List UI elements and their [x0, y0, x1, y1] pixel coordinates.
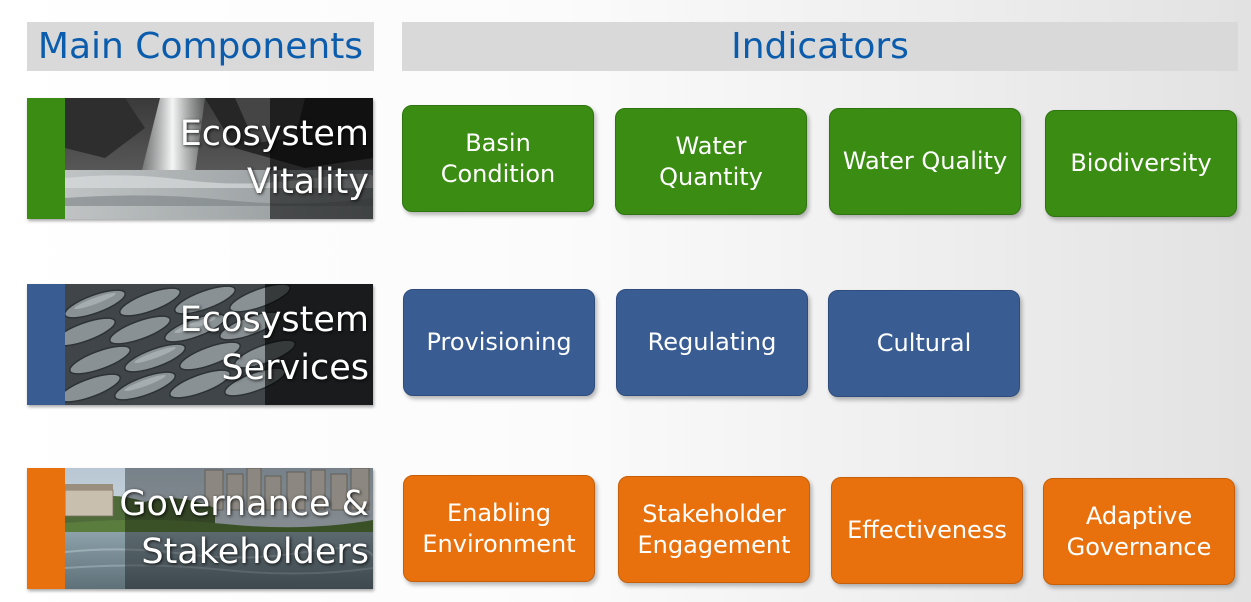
indicator-basin-condition-label: Basin Condition [440, 128, 556, 188]
indicator-stakeholder-engagement[interactable]: Stakeholder Engagement [618, 476, 810, 583]
indicator-water-quality-label: Water Quality [842, 147, 1008, 175]
indicator-enabling-environment[interactable]: Enabling Environment [403, 475, 595, 582]
component-ecosystem-vitality: Ecosystem Vitality [27, 98, 373, 219]
ecosystem-vitality-caption: Ecosystem Vitality [180, 110, 369, 206]
indicator-water-quality[interactable]: Water Quality [829, 108, 1021, 215]
component-governance-stakeholders: Governance & Stakeholders [27, 468, 373, 589]
ecosystem-services-caption: Ecosystem Services [180, 296, 369, 392]
indicator-basin-condition[interactable]: Basin Condition [402, 105, 594, 212]
indicator-stakeholder-engagement-label: Stakeholder Engagement [637, 499, 791, 559]
indicator-enabling-environment-label: Enabling Environment [422, 498, 576, 558]
indicators-header: Indicators [402, 22, 1238, 71]
indicator-regulating[interactable]: Regulating [616, 289, 808, 396]
indicator-adaptive-governance-label: Adaptive Governance [1066, 501, 1212, 561]
ecosystem-vitality-color-stripe [27, 98, 65, 219]
indicators-header-text: Indicators [731, 25, 909, 67]
main-components-header: Main Components [27, 22, 374, 71]
ecosystem-vitality-caption-line1: Ecosystem [179, 114, 369, 154]
indicator-cultural-label: Cultural [876, 329, 972, 357]
indicator-biodiversity[interactable]: Biodiversity [1045, 110, 1237, 217]
main-components-header-text: Main Components [37, 25, 364, 67]
waterfall-river-photo [65, 98, 373, 219]
fish-catch-photo [65, 284, 373, 405]
governance-stakeholders-caption-line1: Governance & [119, 484, 369, 524]
governance-color-stripe [27, 468, 65, 589]
indicator-provisioning[interactable]: Provisioning [403, 289, 595, 396]
indicator-effectiveness-label: Effectiveness [847, 516, 1007, 544]
ecosystem-vitality-caption-line2: Vitality [247, 162, 369, 202]
ecosystem-services-color-stripe [27, 284, 65, 405]
city-riverside-photo [65, 468, 373, 589]
governance-stakeholders-caption: Governance & Stakeholders [119, 480, 369, 576]
governance-stakeholders-caption-line2: Stakeholders [141, 532, 369, 572]
indicator-adaptive-governance[interactable]: Adaptive Governance [1043, 478, 1235, 585]
ecosystem-services-caption-line2: Services [221, 348, 369, 388]
indicator-cultural[interactable]: Cultural [828, 290, 1020, 397]
indicator-water-quantity-label: Water Quantity [659, 131, 763, 191]
indicator-regulating-label: Regulating [647, 328, 777, 356]
indicator-effectiveness[interactable]: Effectiveness [831, 477, 1023, 584]
indicator-provisioning-label: Provisioning [426, 328, 572, 356]
component-ecosystem-services: Ecosystem Services [27, 284, 373, 405]
indicator-biodiversity-label: Biodiversity [1070, 149, 1212, 177]
indicator-water-quantity[interactable]: Water Quantity [615, 108, 807, 215]
ecosystem-services-caption-line1: Ecosystem [179, 300, 369, 340]
